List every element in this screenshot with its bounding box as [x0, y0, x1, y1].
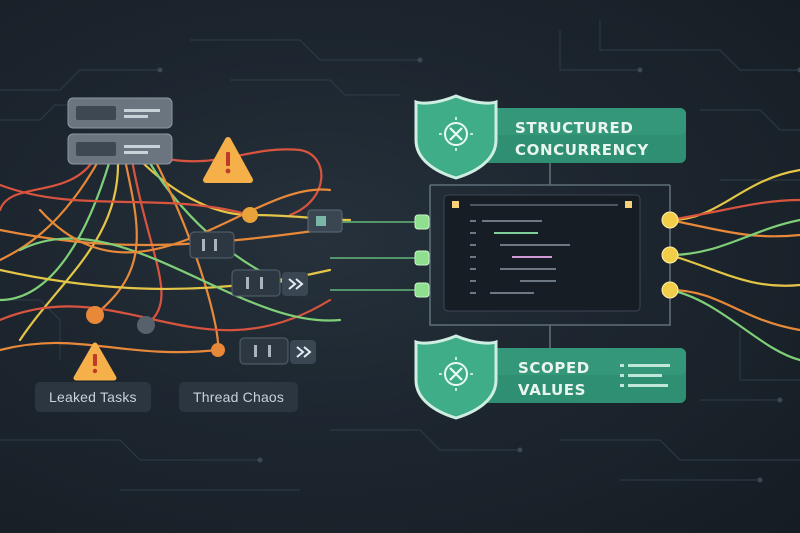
thread-wire	[0, 183, 252, 217]
thread-node	[242, 207, 258, 223]
thread-wire	[668, 168, 800, 222]
thread-node	[211, 343, 225, 357]
input-node	[414, 282, 430, 298]
banner-line: VALUES	[518, 381, 587, 399]
thread-wire	[0, 156, 97, 212]
thread-wire	[668, 218, 800, 238]
thread-wire	[0, 158, 112, 302]
input-node	[414, 214, 430, 230]
thread-node	[137, 316, 155, 334]
scoped-values-title: SCOPED VALUES	[518, 357, 590, 401]
output-node	[661, 246, 679, 264]
banner-line: SCOPED	[518, 359, 590, 377]
output-node	[661, 211, 679, 229]
thread-wire	[668, 288, 800, 332]
leaked-tasks-label: Leaked Tasks	[35, 382, 151, 412]
thread-wire	[160, 148, 323, 217]
thread-wire	[668, 198, 800, 222]
banner-line: STRUCTURED	[515, 119, 634, 137]
thread-wire	[130, 158, 163, 327]
thread-wire	[138, 158, 252, 217]
thread-wire	[668, 288, 800, 362]
thread-wire	[668, 253, 800, 287]
thread-node	[86, 306, 104, 324]
thread-wire	[93, 158, 138, 317]
thread-wire	[18, 237, 342, 322]
thread-chaos-label: Thread Chaos	[179, 382, 299, 412]
structured-concurrency-title: STRUCTURED CONCURRENCY	[515, 117, 649, 161]
thread-wire	[18, 158, 120, 342]
banner-line: CONCURRENCY	[515, 141, 649, 159]
input-node	[414, 250, 430, 266]
thread-wire	[0, 341, 220, 354]
thread-wire	[0, 156, 102, 262]
output-node	[661, 281, 679, 299]
thread-wire	[0, 228, 322, 247]
thread-wire	[668, 218, 800, 257]
thread-wire	[0, 298, 332, 332]
